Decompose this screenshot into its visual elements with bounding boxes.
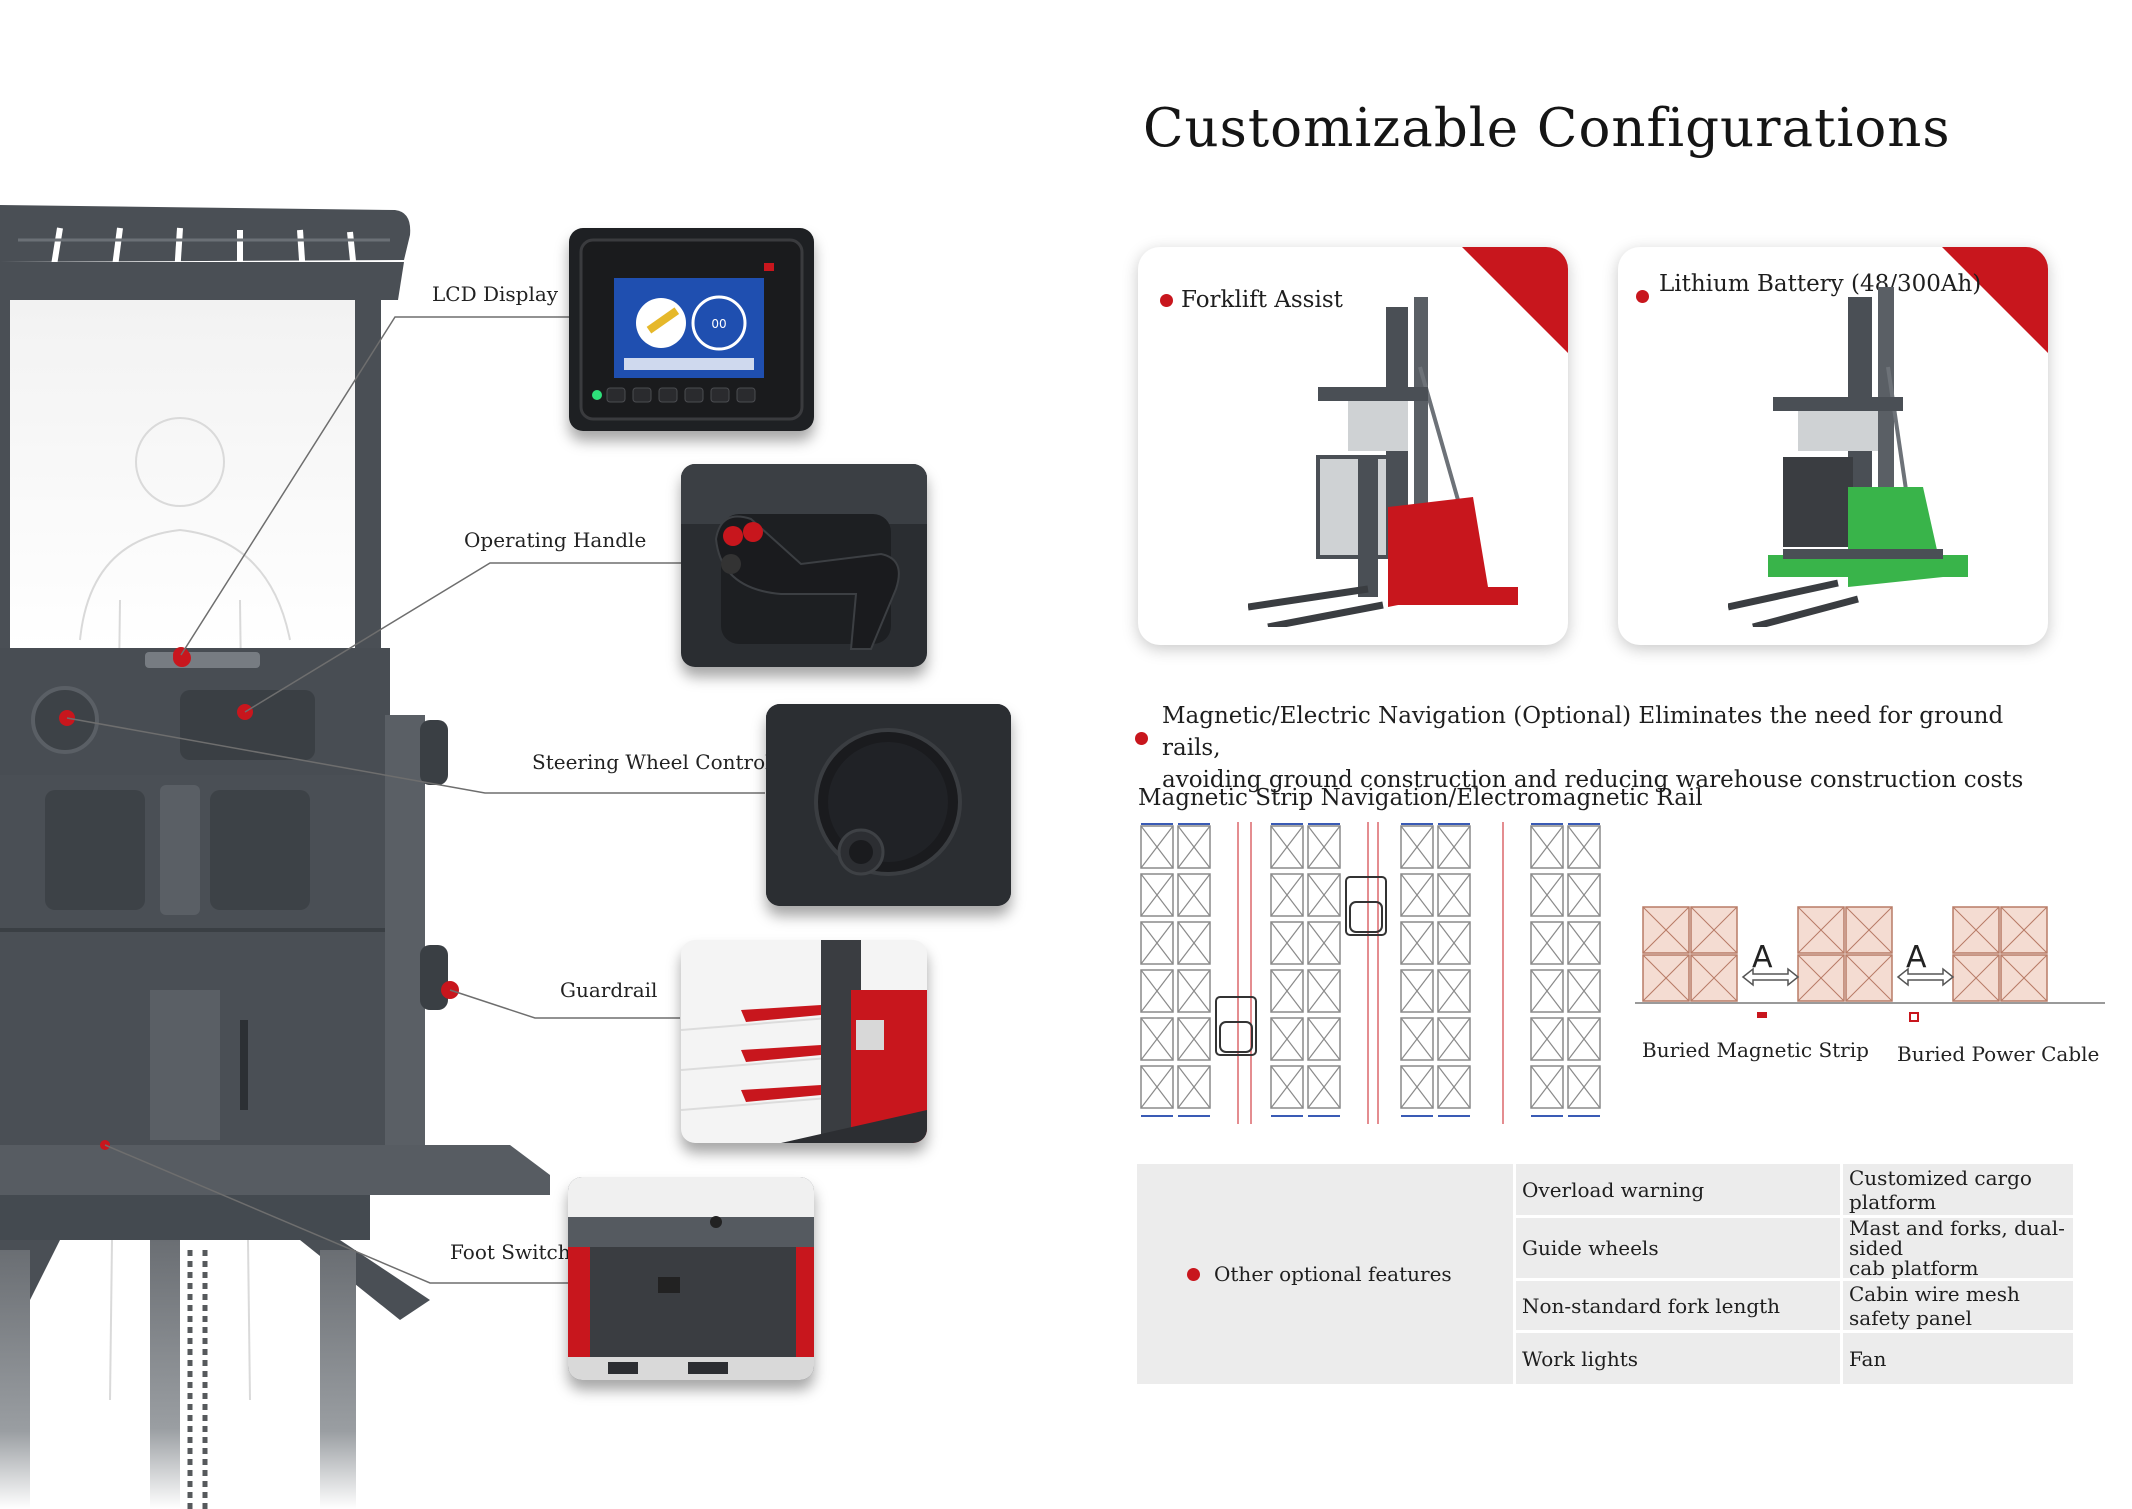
forklift-assist-card: Forklift Assist [1138, 247, 1568, 645]
power-cable-marker-icon [1909, 1012, 1919, 1022]
joystick-icon [681, 464, 927, 650]
operator-cab-illustration [0, 205, 550, 1509]
lithium-battery-label: Lithium Battery (48/300Ah) [1636, 271, 1981, 303]
feature-non-standard-fork-length: Non-standard fork length [1513, 1278, 1843, 1333]
floor-plate-icon [568, 1177, 814, 1380]
foot-switch-callout: Foot Switch [450, 1240, 571, 1264]
steering-wheel-callout: Steering Wheel Control [532, 750, 772, 774]
lcd-display-callout: LCD Display [432, 282, 559, 306]
red-forklift-icon [1248, 297, 1518, 627]
navigation-description: Magnetic/Electric Navigation (Optional) … [1162, 700, 2062, 796]
green-forklift-icon [1728, 287, 1968, 627]
operating-handle-thumbnail [681, 464, 927, 667]
aisle-marker-1: A [1752, 940, 1773, 975]
lcd-display-thumbnail: 00 [569, 228, 814, 431]
card-corner-accent [1460, 247, 1568, 355]
guardrail-thumbnail [681, 940, 927, 1143]
buried-power-cable-label: Buried Power Cable [1897, 1042, 2100, 1066]
bullet-dot-icon [1160, 294, 1173, 307]
bullet-dot-icon [1187, 1268, 1200, 1281]
card-corner-accent [1940, 247, 2048, 355]
feature-fan: Fan [1840, 1330, 2076, 1387]
navigation-line-1: Magnetic/Electric Navigation (Optional) … [1162, 703, 2004, 761]
callout-leader-lines [66, 316, 765, 1284]
navigation-bullet-icon [1135, 732, 1148, 745]
feature-work-lights: Work lights [1513, 1330, 1843, 1387]
feature-overload-warning: Overload warning [1513, 1161, 1843, 1218]
feature-customized-cargo-platform: Customized cargo platform [1840, 1161, 2076, 1218]
cross-section-diagram [1635, 905, 2105, 1004]
feature-cabin-wire-mesh-panel: Cabin wire mesh safety panel [1840, 1278, 2076, 1333]
rack-layout-diagram [1138, 822, 1608, 1124]
features-label-cell: Other optional features [1134, 1161, 1516, 1387]
lcd-display-icon: 00 [579, 238, 804, 421]
optional-features-table: Other optional features Overload warning… [1134, 1161, 2076, 1387]
magnetic-strip-marker-icon [1757, 1012, 1767, 1018]
buried-magnetic-strip-label: Buried Magnetic Strip [1642, 1038, 1869, 1062]
steering-wheel-thumbnail [766, 704, 1011, 906]
svg-text:00: 00 [711, 317, 726, 331]
bullet-dot-icon [1636, 290, 1649, 303]
steering-knob-icon [766, 704, 1011, 906]
feature-mast-and-forks: Mast and forks, dual-sided cab platform [1840, 1215, 2076, 1281]
diagram-title: Magnetic Strip Navigation/Electromagneti… [1138, 785, 1703, 811]
feature-guide-wheels: Guide wheels [1513, 1215, 1843, 1281]
forklift-assist-label: Forklift Assist [1160, 287, 1343, 313]
operating-handle-callout: Operating Handle [464, 528, 647, 552]
aisle-marker-2: A [1906, 940, 1927, 975]
guardrail-icon [681, 940, 927, 1143]
page-title: Customizable Configurations [1143, 98, 1951, 159]
lithium-battery-card: Lithium Battery (48/300Ah) [1618, 247, 2048, 645]
foot-switch-thumbnail [568, 1177, 814, 1380]
navigation-line-2: avoiding ground construction and reducin… [1162, 767, 2024, 793]
guardrail-callout: Guardrail [560, 978, 658, 1002]
